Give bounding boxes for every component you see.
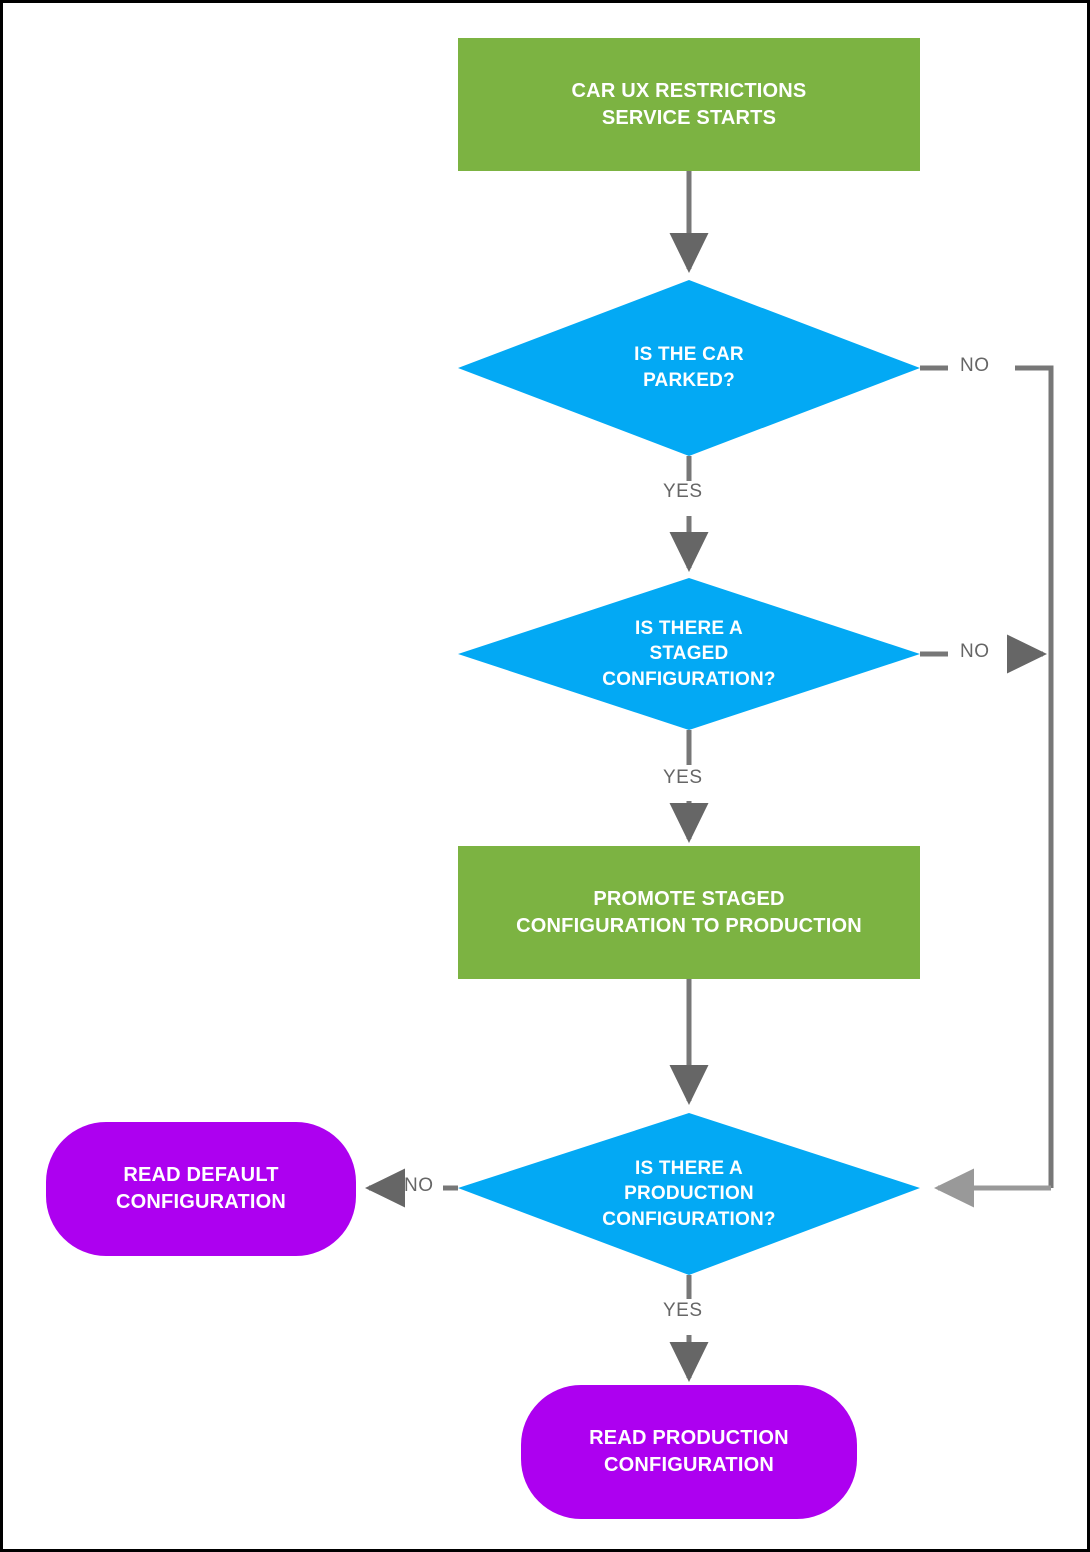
node-is-production-config[interactable]: IS THERE A PRODUCTION CONFIGURATION? — [458, 1113, 920, 1275]
node-start-label: CAR UX RESTRICTIONS SERVICE STARTS — [571, 79, 807, 129]
shape-read-default-terminal[interactable] — [46, 1122, 356, 1256]
edge-label-parked-yes: YES — [663, 481, 703, 502]
edge-label-staged-yes: YES — [663, 767, 703, 788]
node-read-default[interactable]: READ DEFAULT CONFIGURATION — [46, 1122, 356, 1256]
node-is-production-config-label: IS THERE A PRODUCTION CONFIGURATION? — [602, 1157, 776, 1230]
edge-parked-no-rail — [1015, 365, 1054, 1188]
node-promote-staged[interactable]: PROMOTE STAGED CONFIGURATION TO PRODUCTI… — [458, 846, 920, 979]
edge-label-production-no: NO — [404, 1175, 434, 1196]
node-is-staged-config[interactable]: IS THERE A STAGED CONFIGURATION? — [458, 578, 920, 730]
node-is-staged-config-label: IS THERE A STAGED CONFIGURATION? — [602, 617, 776, 690]
shape-promote-staged-rect[interactable] — [458, 846, 920, 979]
edge-label-parked-no: NO — [960, 355, 990, 376]
node-is-car-parked[interactable]: IS THE CAR PARKED? — [458, 280, 920, 456]
node-read-production[interactable]: READ PRODUCTION CONFIGURATION — [521, 1385, 857, 1519]
shape-read-production-terminal[interactable] — [521, 1385, 857, 1519]
node-is-car-parked-label: IS THE CAR PARKED? — [634, 344, 744, 391]
node-read-default-label: READ DEFAULT CONFIGURATION — [116, 1164, 286, 1213]
shape-start-rect[interactable] — [458, 38, 920, 171]
connector-edges — [364, 171, 1054, 1383]
node-read-production-label: READ PRODUCTION CONFIGURATION — [589, 1427, 789, 1476]
shape-is-production-config-diamond[interactable] — [458, 1113, 920, 1275]
shape-is-car-parked-diamond[interactable] — [458, 280, 920, 456]
node-promote-staged-label: PROMOTE STAGED CONFIGURATION TO PRODUCTI… — [516, 887, 862, 937]
flowchart-connectors-layer — [46, 38, 1054, 1519]
edge-label-production-yes: YES — [663, 1300, 703, 1321]
node-start[interactable]: CAR UX RESTRICTIONS SERVICE STARTS — [458, 38, 920, 171]
edge-label-staged-no: NO — [960, 641, 990, 662]
shape-is-staged-config-diamond[interactable] — [458, 578, 920, 730]
node-shapes — [46, 38, 920, 1519]
